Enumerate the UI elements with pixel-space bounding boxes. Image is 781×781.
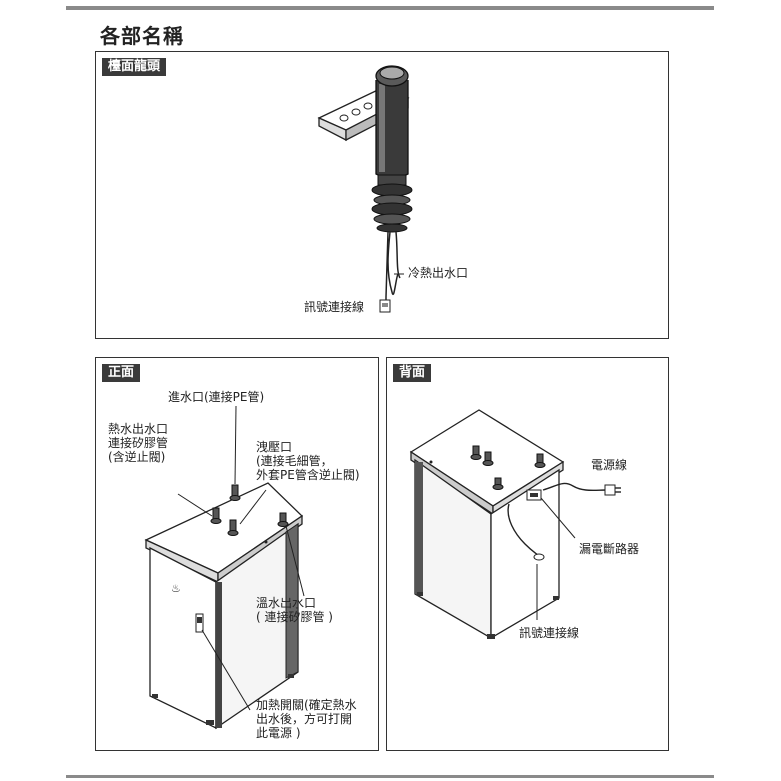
inlet-label: 進水口(連接PE管) xyxy=(168,390,265,404)
faucet-illustration xyxy=(317,65,413,313)
warm-outlet-label: 溫水出水口 ( 連接矽膠管 ) xyxy=(256,596,333,624)
heat-switch-label: 加熱開關(確定熱水 出水後，方可打開 此電源 ) xyxy=(256,698,357,740)
hot-outlet-label: 熱水出水口 連接矽膠管 (含逆止閥) xyxy=(108,422,169,464)
top-rule xyxy=(66,6,714,10)
back-panel: 背面 xyxy=(386,357,669,751)
front-panel-tag: 正面 xyxy=(102,364,141,382)
power-cord-label: 電源線 xyxy=(591,458,628,472)
front-unit-illustration: ♨ xyxy=(144,405,305,730)
signal-cable-label-back: 訊號連接線 xyxy=(519,626,580,640)
bottom-rule xyxy=(66,775,714,778)
signal-cable-label-faucet: 訊號連接線 xyxy=(304,300,365,314)
relief-label: 洩壓口 (連接毛細管， 外套PE管含逆止閥) xyxy=(256,440,360,482)
back-unit-illustration xyxy=(409,409,621,640)
svg-text:♨: ♨ xyxy=(171,582,181,595)
faucet-panel: 檯面龍頭 冷熱出水口 訊號連接線 xyxy=(95,51,669,339)
page-title: 各部名稱 xyxy=(100,24,184,48)
front-panel: 正面 ♨ 進水口(連 xyxy=(95,357,379,751)
outlet-label: 冷熱出水口 xyxy=(408,266,469,280)
breaker-label: 漏電斷路器 xyxy=(579,542,640,556)
back-panel-tag: 背面 xyxy=(393,364,432,382)
faucet-panel-tag: 檯面龍頭 xyxy=(102,58,167,76)
